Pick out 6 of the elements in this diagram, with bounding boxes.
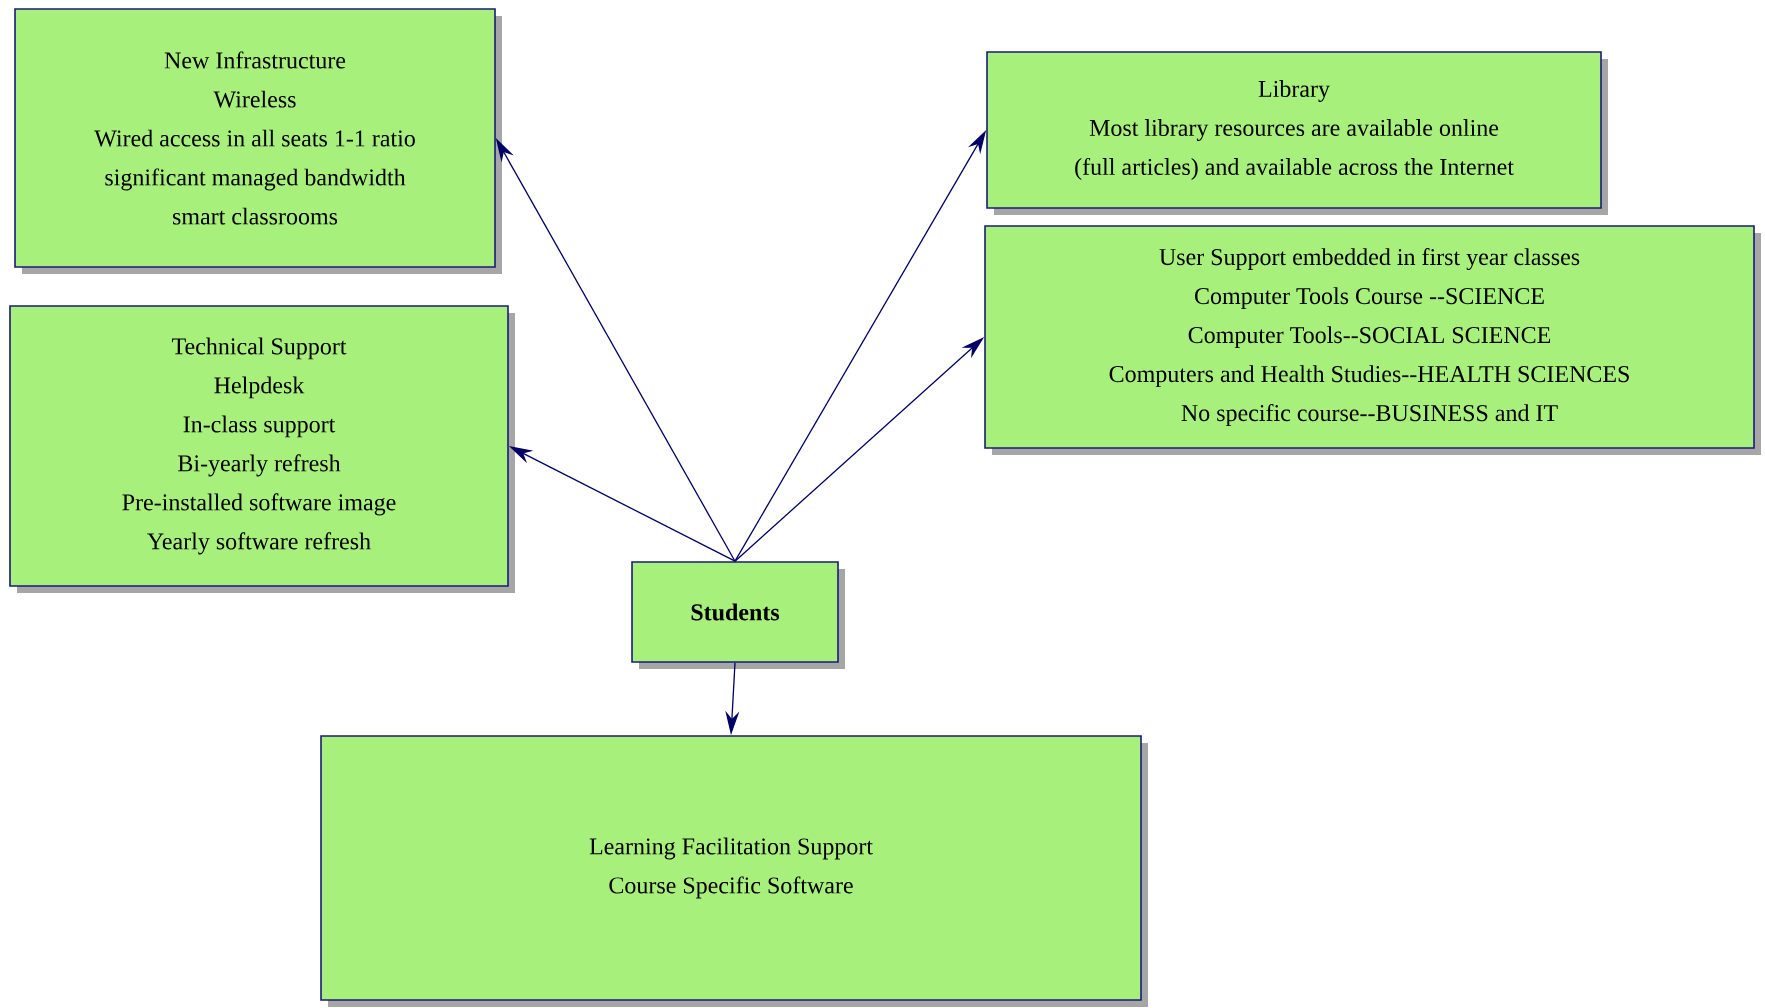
- text-box: Technical Support Helpdesk In-class support Bi-yearly refresh Pre-installed software image Yearly software refresh: [9, 305, 515, 593]
- text-box: New Infrastructure Wireless Wired access in all seats 1-1 ratio significant managed bandwidth smart classrooms: [14, 8, 502, 274]
- text-box: Learning Facilitation Support Course Specific Software: [320, 735, 1148, 1007]
- students-box: Students: [631, 561, 845, 669]
- text-box: User Support embedded in first year classes Computer Tools Course --SCIENCE Computer Tools--SOCIAL SCIENCE Computers and Health Studies--HEALTH SCIENCES No specific course--BUSINESS and IT: [984, 225, 1761, 455]
- text-box: Library Most library resources are available online (full articles) and available across the Internet: [986, 51, 1608, 215]
